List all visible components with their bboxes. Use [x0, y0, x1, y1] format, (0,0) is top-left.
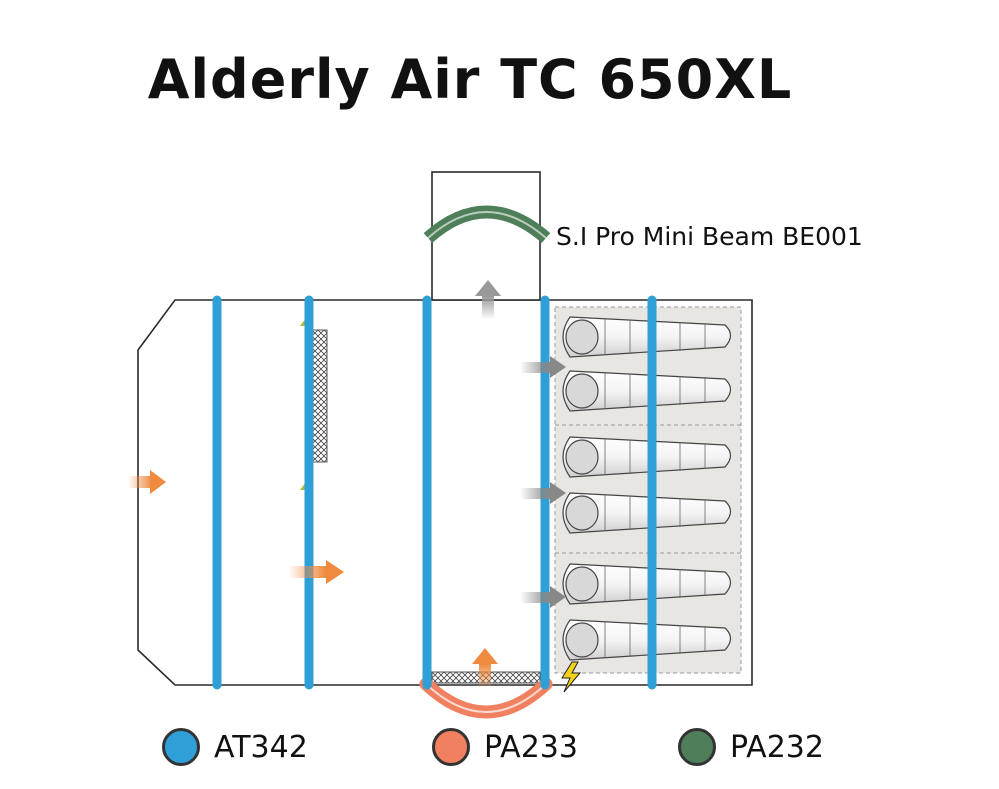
callout-label: S.I Pro Mini Beam BE001 — [556, 222, 863, 251]
airflow-arrow — [472, 648, 498, 686]
nozzle — [562, 370, 732, 412]
nozzle — [562, 316, 732, 358]
nozzle — [562, 436, 732, 478]
exhaust-arrow — [520, 482, 566, 504]
legend-item-pa233: PA233 — [432, 728, 578, 766]
exhaust-arrow — [520, 356, 566, 378]
nozzle — [562, 619, 732, 661]
airflow-arrow — [128, 470, 166, 494]
legend-swatch — [432, 728, 470, 766]
nozzle — [562, 563, 732, 605]
legend-label: PA232 — [730, 729, 824, 765]
legend-label: PA233 — [484, 729, 578, 765]
legend-item-pa232: PA232 — [678, 728, 824, 766]
legend-swatch — [678, 728, 716, 766]
nozzle-array — [562, 316, 732, 661]
exhaust-arrow — [520, 586, 566, 608]
spark-icon — [561, 661, 582, 693]
legend-swatch — [162, 728, 200, 766]
filter-mesh — [312, 329, 328, 463]
at342-seals — [212, 295, 657, 690]
legend-item-at342: AT342 — [162, 728, 308, 766]
legend-label: AT342 — [214, 729, 308, 765]
exhaust-arrow — [475, 280, 501, 320]
airflow-arrow — [288, 560, 344, 584]
diagram-title: Alderly Air TC 650XL — [147, 48, 793, 111]
nozzle — [562, 492, 732, 534]
exhaust-chimney — [431, 171, 541, 301]
